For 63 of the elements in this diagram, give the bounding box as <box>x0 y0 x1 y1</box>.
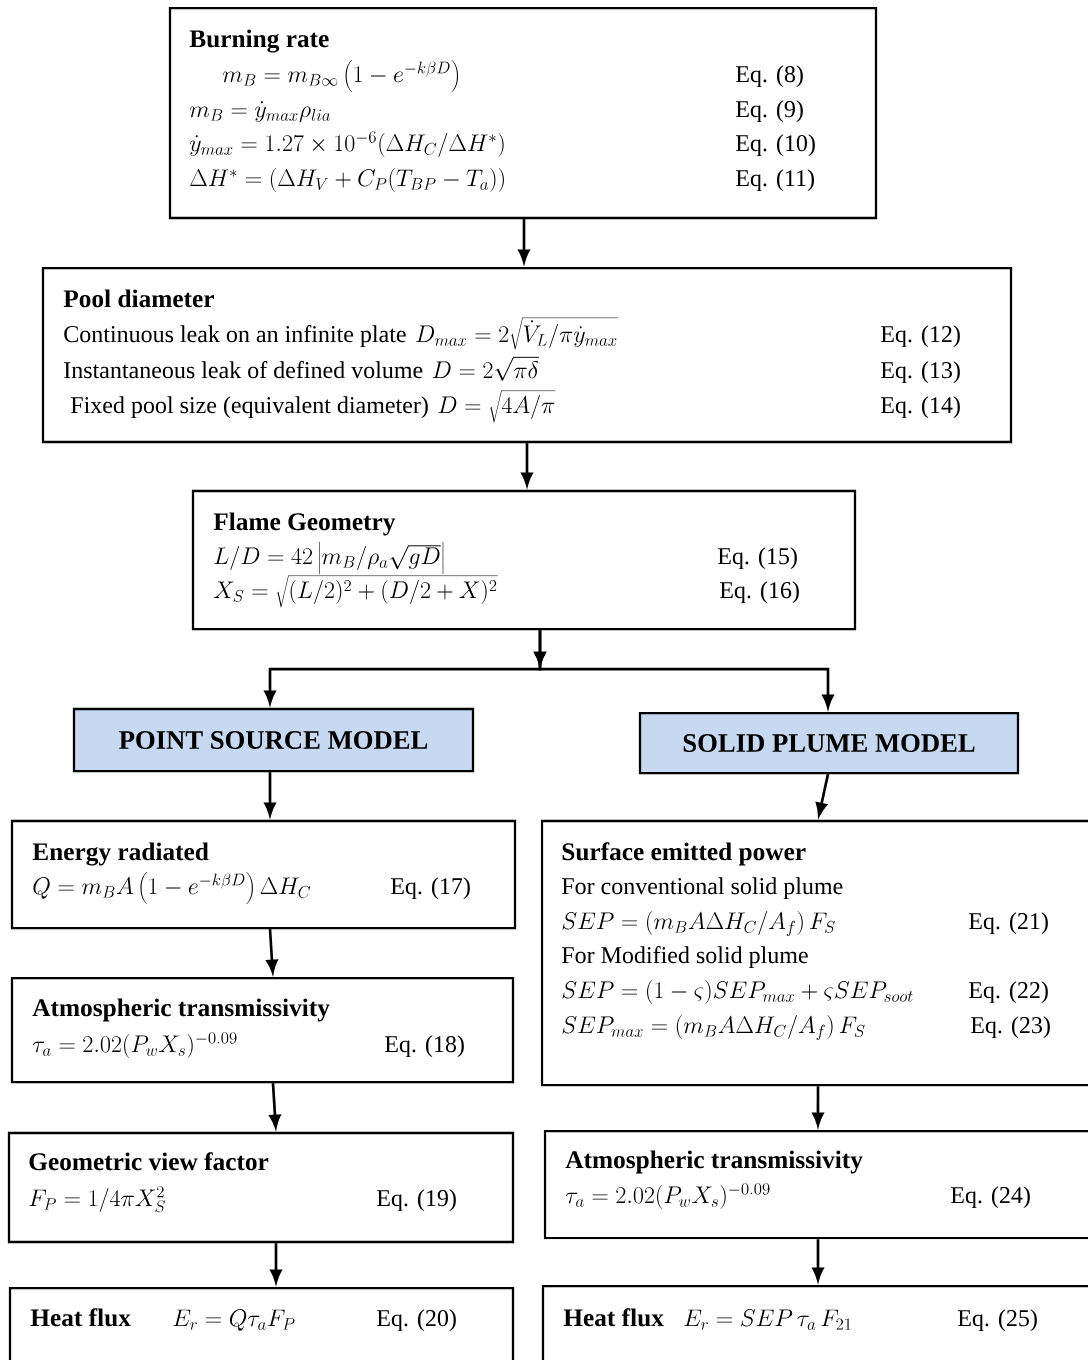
equation-number: Eq. (23) <box>970 1016 1050 1039</box>
equation-number: Eq. (18) <box>384 1035 464 1058</box>
box-heading: Burning rate <box>189 29 329 53</box>
process-box <box>10 976 515 1084</box>
equation: $F_P = 1/4\pi X_S^2$ <box>29 1186 165 1213</box>
equation-number: Eq. (10) <box>735 134 815 157</box>
equation-number: Eq. (21) <box>968 912 1048 935</box>
box-heading: Geometric view factor <box>29 1152 269 1171</box>
body-text: For Modified solid plume <box>561 946 808 969</box>
equation: $\tau_a = 2.02(P_w X_s)^{-0.09}$ <box>32 1032 237 1058</box>
equation: $D = \sqrt{4A/\pi}$ <box>438 390 556 423</box>
equation-number: Eq. (9) <box>735 100 803 123</box>
box-heading: Pool diameter <box>63 289 214 308</box>
equation-number: Eq. (25) <box>957 1309 1037 1332</box>
equation: $L/D = 42\left|m_B/\rho_a\sqrt{gD}\right|$ <box>214 541 444 575</box>
box-heading: Atmospheric transmissivity <box>565 1150 863 1174</box>
process-box <box>8 1286 515 1360</box>
box-heading: Heat flux <box>563 1308 664 1327</box>
equation: $E_r = SEP\,\tau_a\,F_{21}$ <box>684 1309 851 1330</box>
equation-number: Eq. (16) <box>719 581 799 604</box>
equation-number: Eq. (11) <box>735 169 814 192</box>
box-heading: Heat flux <box>30 1308 131 1327</box>
equation: $\Delta H^{*} = \left(\Delta H_V + C_P(T_{BP} - T_a)\right)$ <box>190 168 504 192</box>
body-text: Fixed pool size (equivalent diameter) <box>70 396 428 419</box>
equation: $SEP = \left(m_B A\Delta H_C/A_f\right)F_S$ <box>562 911 835 937</box>
equation-number: Eq. (13) <box>880 361 960 384</box>
equation-number: Eq. (8) <box>735 65 803 88</box>
process-box <box>540 819 1088 1087</box>
equation-number: Eq. (19) <box>376 1189 456 1212</box>
equation-number: Eq. (22) <box>968 981 1048 1004</box>
equation: $D = 2\sqrt{\pi\delta}$ <box>432 356 539 381</box>
equation-number: Eq. (20) <box>376 1309 456 1332</box>
equation-number: Eq. (15) <box>717 547 797 570</box>
equation-number: Eq. (17) <box>390 877 470 900</box>
equation: $m_B = \dot{y}_{max}\rho_{lia}$ <box>189 101 331 123</box>
process-box <box>543 1129 1088 1240</box>
equation: $Q = m_B A\left(1 - e^{-k\beta D}\right)\Delta H_C$ <box>33 872 311 904</box>
box-heading: Flame Geometry <box>213 512 396 536</box>
box-heading: Surface emitted power <box>562 842 806 866</box>
body-text: Instantaneous leak of defined volume <box>64 361 423 379</box>
equation: $SEP = (1-\varsigma)SEP_{max} + \varsigma SEP_{soot}$ <box>562 980 913 1004</box>
process-box <box>7 1131 515 1244</box>
box-heading: Energy radiated <box>32 842 209 866</box>
equation: $X_S = \sqrt{(L/2)^2 + (D/2 + X)^2}$ <box>213 575 498 608</box>
process-box <box>10 819 517 930</box>
equation-number: Eq. (24) <box>950 1186 1030 1209</box>
equation: $\tau_a = 2.02(P_w X_s)^{-0.09}$ <box>565 1183 770 1209</box>
equation: $m_B = m_{B\infty}\left(1 - e^{-k\beta D}\right)$ <box>222 60 459 92</box>
equation: $E_r = Q\tau_a F_P$ <box>173 1309 295 1331</box>
box-heading: Atmospheric transmissivity <box>32 998 330 1022</box>
model-box: SOLID PLUME MODEL <box>638 711 1020 775</box>
equation-number: Eq. (14) <box>880 396 960 419</box>
model-box: POINT SOURCE MODEL <box>72 707 475 773</box>
equation: $\dot{y}_{max} = 1.27 \times 10^{-6}(\Delta H_C/\Delta H^{*})$ <box>189 131 504 157</box>
equation-number: Eq. (12) <box>880 325 960 348</box>
process-box <box>41 266 1013 444</box>
process-box <box>191 489 857 631</box>
equation: $D_{max} = 2\sqrt{\dot{V}_L/\pi \dot{y}_{max}}$ <box>416 317 618 350</box>
process-box <box>541 1284 1088 1360</box>
equation: $SEP_{max} = \left(m_B A\Delta H_C/A_f\right)F_S$ <box>562 1015 865 1041</box>
body-text: For conventional solid plume <box>561 877 843 900</box>
process-box <box>168 6 878 220</box>
body-text: Continuous leak on an infinite plate <box>64 325 406 348</box>
